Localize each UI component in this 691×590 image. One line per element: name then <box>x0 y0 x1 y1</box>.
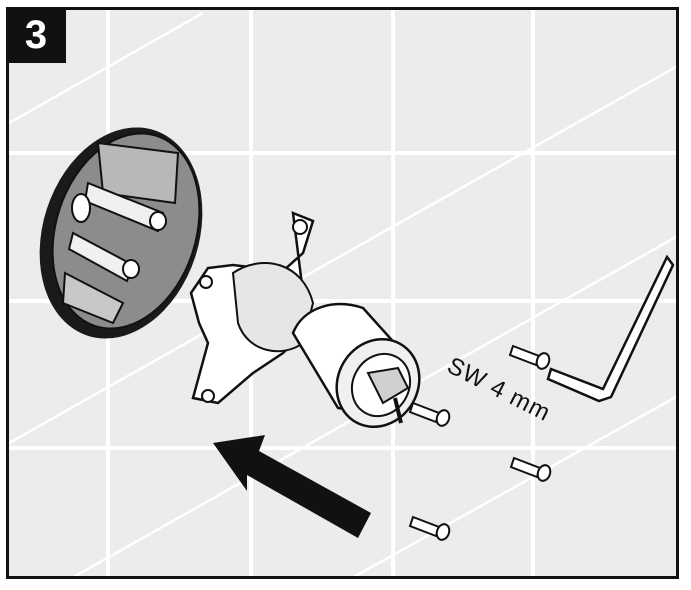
screw <box>509 456 552 482</box>
escutcheon-plate <box>39 127 203 339</box>
illustration <box>9 10 676 576</box>
figure-frame <box>6 7 679 579</box>
arrow-left-icon <box>213 435 371 538</box>
screw <box>408 401 451 427</box>
step-number-badge: 3 <box>6 7 66 63</box>
screw <box>408 515 451 541</box>
valve-body <box>189 211 315 405</box>
hex-key-icon <box>546 254 675 403</box>
cartridge <box>291 303 421 429</box>
screw <box>508 344 551 370</box>
